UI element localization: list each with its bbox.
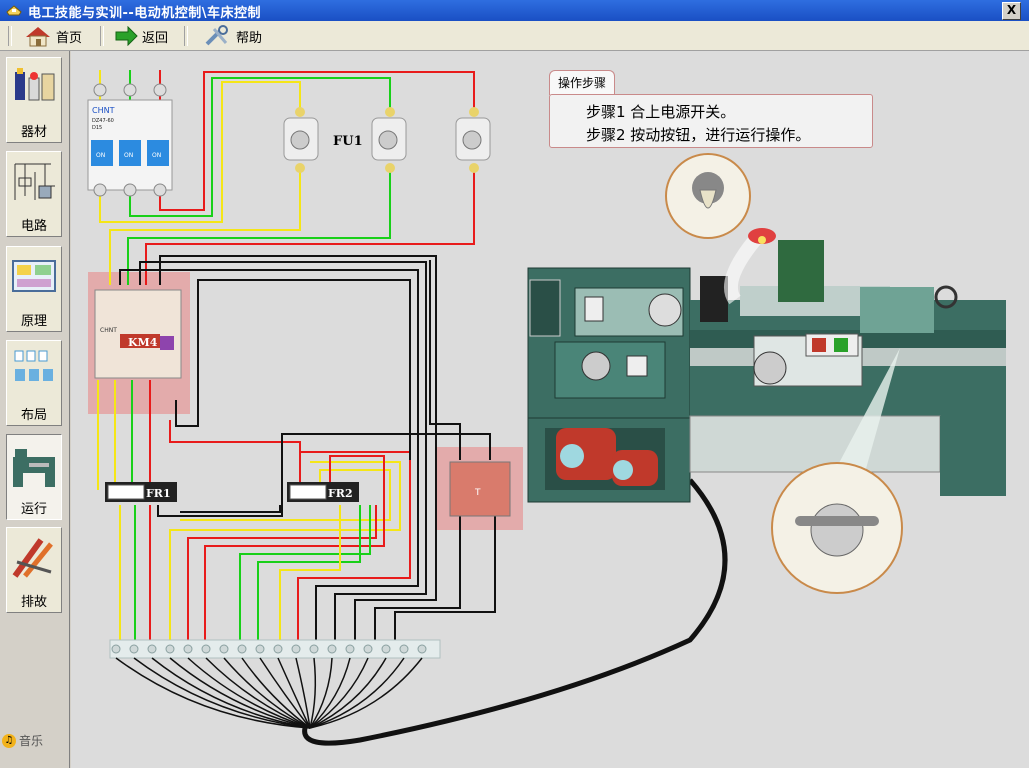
step-2: 步骤2 按动按钮，进行运行操作。 xyxy=(586,126,811,144)
breaker-on-label: ON xyxy=(152,152,161,159)
circuit-breaker[interactable]: CHNT DZ47-60 D15 ON ON ON xyxy=(87,83,173,197)
sidebar-item-run[interactable]: 运行 xyxy=(6,434,62,520)
sidebar-item-label: 布局 xyxy=(20,408,47,423)
fuse-3[interactable] xyxy=(455,107,491,173)
back-arrow-icon xyxy=(115,26,138,46)
toolbar-divider xyxy=(184,26,188,46)
fuse-2[interactable] xyxy=(371,107,407,173)
toolbar: 首页 返回 帮助 xyxy=(0,21,1029,51)
back-label: 返回 xyxy=(142,30,169,46)
circuit-icon xyxy=(14,163,55,200)
sidebar-item-label: 排故 xyxy=(20,595,47,610)
layout-icon xyxy=(14,350,53,381)
troubleshoot-icon xyxy=(12,538,53,578)
cable-fan xyxy=(115,657,423,729)
terminal-strip xyxy=(109,639,441,659)
sidebar-item-equipment[interactable]: 器材 xyxy=(6,57,62,143)
music-note-icon: ♫ xyxy=(2,733,16,748)
thermal-relay-2[interactable]: FR2 xyxy=(287,482,359,502)
principle-icon xyxy=(12,260,56,292)
window-title: 电工技能与实训--电动机控制\车床控制 xyxy=(28,6,262,21)
help-button[interactable]: 帮助 xyxy=(204,24,262,48)
lamp-icon xyxy=(748,228,776,244)
back-button[interactable]: 返回 xyxy=(114,24,168,48)
close-button[interactable]: X xyxy=(1002,2,1021,20)
steps-tab[interactable]: 操作步骤 xyxy=(549,70,615,95)
sidebar-item-label: 电路 xyxy=(20,219,47,234)
home-button[interactable]: 首页 xyxy=(24,24,82,48)
music-toggle[interactable]: ♫ 音乐 xyxy=(2,732,43,749)
contactor-km4[interactable]: CHNT KM4 xyxy=(94,289,182,379)
sidebar: 器材 电路 原理 布局 运行 xyxy=(0,51,70,768)
help-label: 帮助 xyxy=(236,30,263,46)
steps-panel: 步骤1 合上电源开关。 步骤2 按动按钮，进行运行操作。 xyxy=(549,94,873,148)
breaker-on-label: ON xyxy=(124,152,133,159)
fuse-label: FU1 xyxy=(333,134,363,149)
transformer[interactable]: T xyxy=(449,461,511,517)
home-icon xyxy=(26,27,50,47)
relay1-label: FR1 xyxy=(146,487,171,500)
main-cable xyxy=(302,478,728,746)
home-label: 首页 xyxy=(56,30,83,46)
sidebar-item-circuit[interactable]: 电路 xyxy=(6,151,62,237)
music-label: 音乐 xyxy=(19,734,44,748)
contactor-brand: CHNT xyxy=(100,327,117,334)
relay2-label: FR2 xyxy=(328,487,353,500)
sidebar-item-troubleshoot[interactable]: 排故 xyxy=(6,527,62,613)
breaker-rating: D15 xyxy=(92,125,102,131)
toolbar-divider xyxy=(8,26,12,46)
sidebar-item-label: 运行 xyxy=(20,502,47,517)
sidebar-item-label: 原理 xyxy=(20,314,47,329)
transformer-label: T xyxy=(474,488,481,498)
thermal-relay-1[interactable]: FR1 xyxy=(105,482,177,502)
sidebar-item-principle[interactable]: 原理 xyxy=(6,246,62,332)
help-tools-icon xyxy=(205,25,228,46)
equipment-icon xyxy=(15,68,55,101)
toolbar-divider xyxy=(100,26,104,46)
breaker-model: DZ47-60 xyxy=(92,118,114,124)
breaker-on-label: ON xyxy=(96,152,105,159)
fuse-1[interactable] xyxy=(283,107,319,173)
magnified-switch-callout xyxy=(665,153,766,305)
app-icon xyxy=(6,5,22,16)
sidebar-item-label: 器材 xyxy=(20,125,47,140)
title-bar: 电工技能与实训--电动机控制\车床控制 X xyxy=(0,0,1029,21)
magnified-handle-callout xyxy=(771,348,903,594)
run-icon xyxy=(13,449,55,487)
lathe xyxy=(527,240,1006,503)
contactor-label: KM4 xyxy=(128,336,158,349)
step-1: 步骤1 合上电源开关。 xyxy=(586,103,736,121)
sidebar-item-layout[interactable]: 布局 xyxy=(6,340,62,426)
breaker-brand: CHNT xyxy=(92,106,115,115)
